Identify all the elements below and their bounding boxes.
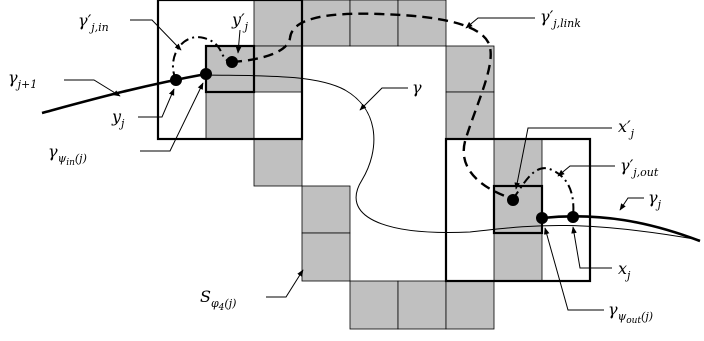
arrow-s-phi4: [266, 269, 304, 298]
curve-gamma: [205, 74, 701, 241]
lattice-cell: [205, 91, 255, 140]
point-gamma-psi-in: [200, 68, 212, 80]
label-gamma-psi-in: γψin(j): [48, 142, 87, 168]
arrow-gamma-j-out-prime: [557, 165, 615, 177]
lattice-cell: [253, 45, 303, 93]
curve-gamma-j-in-prime: [171, 36, 233, 81]
label-gamma-psi-out: γψout(j): [608, 300, 653, 326]
lattice-cell: [397, 0, 447, 47]
curve-gamma-j-link-prime: [231, 12, 514, 201]
point-y-j: [170, 74, 182, 86]
label-gamma-j-in-prime: γ′j,in: [78, 11, 109, 34]
point-x-j: [567, 211, 579, 223]
lattice-cell: [445, 91, 495, 140]
lattice-cell: [205, 45, 255, 93]
label-y-j: yj: [111, 107, 125, 130]
lattice-cell: [397, 280, 447, 330]
arrow-gamma-psi-out: [544, 227, 604, 311]
curve-gamma-j: [541, 215, 701, 243]
lattice-cell: [301, 0, 351, 47]
arrow-y-j: [138, 88, 175, 118]
label-gamma-j-link-prime: γ′j,link: [540, 7, 581, 30]
label-s-phi4: Sφ4(j): [200, 287, 236, 313]
arrow-gamma: [359, 87, 408, 111]
arrow-gamma-psi-in: [140, 82, 204, 152]
label-x-j-prime: x′j: [618, 117, 635, 140]
arrow-gamma-j-link-prime: [465, 17, 535, 29]
lattice-cell: [301, 232, 351, 282]
lattice-cell: [253, 0, 303, 47]
point-gamma-psi-out: [536, 212, 548, 224]
label-gamma-j: γj: [648, 188, 662, 211]
right-outer-box: [444, 137, 592, 283]
arrow-gamma-j-in-prime: [130, 19, 182, 51]
label-y-j-prime: y′j: [231, 10, 249, 33]
left-outer-box: [156, 0, 304, 141]
lattice-cell: [301, 185, 351, 234]
label-gamma-j-out-prime: γ′j,out: [620, 156, 659, 179]
label-gamma: γ: [412, 78, 422, 97]
points: [170, 56, 579, 224]
lattice-cell: [253, 138, 303, 187]
arrow-x-j-prime: [514, 127, 612, 190]
lattice-cell: [445, 45, 495, 93]
label-x-j: xj: [618, 259, 631, 282]
box-outlines: [156, 0, 592, 283]
lattice-cell: [445, 280, 495, 330]
lattice-cell: [493, 232, 543, 282]
arrow-gamma-j-plus-1: [64, 79, 121, 97]
arrow-y-j-prime: [235, 29, 242, 54]
lattice-cell: [349, 0, 399, 47]
lattice-cells: [205, 0, 543, 330]
leader-arrows: [64, 17, 644, 311]
lattice-cell: [349, 280, 399, 330]
arrow-x-j: [571, 226, 612, 269]
label-gamma-j-plus-1: γj+1: [8, 68, 37, 91]
arrow-gamma-j: [619, 197, 644, 211]
point-y-j-prime: [226, 56, 238, 68]
point-x-j-prime: [507, 194, 519, 206]
